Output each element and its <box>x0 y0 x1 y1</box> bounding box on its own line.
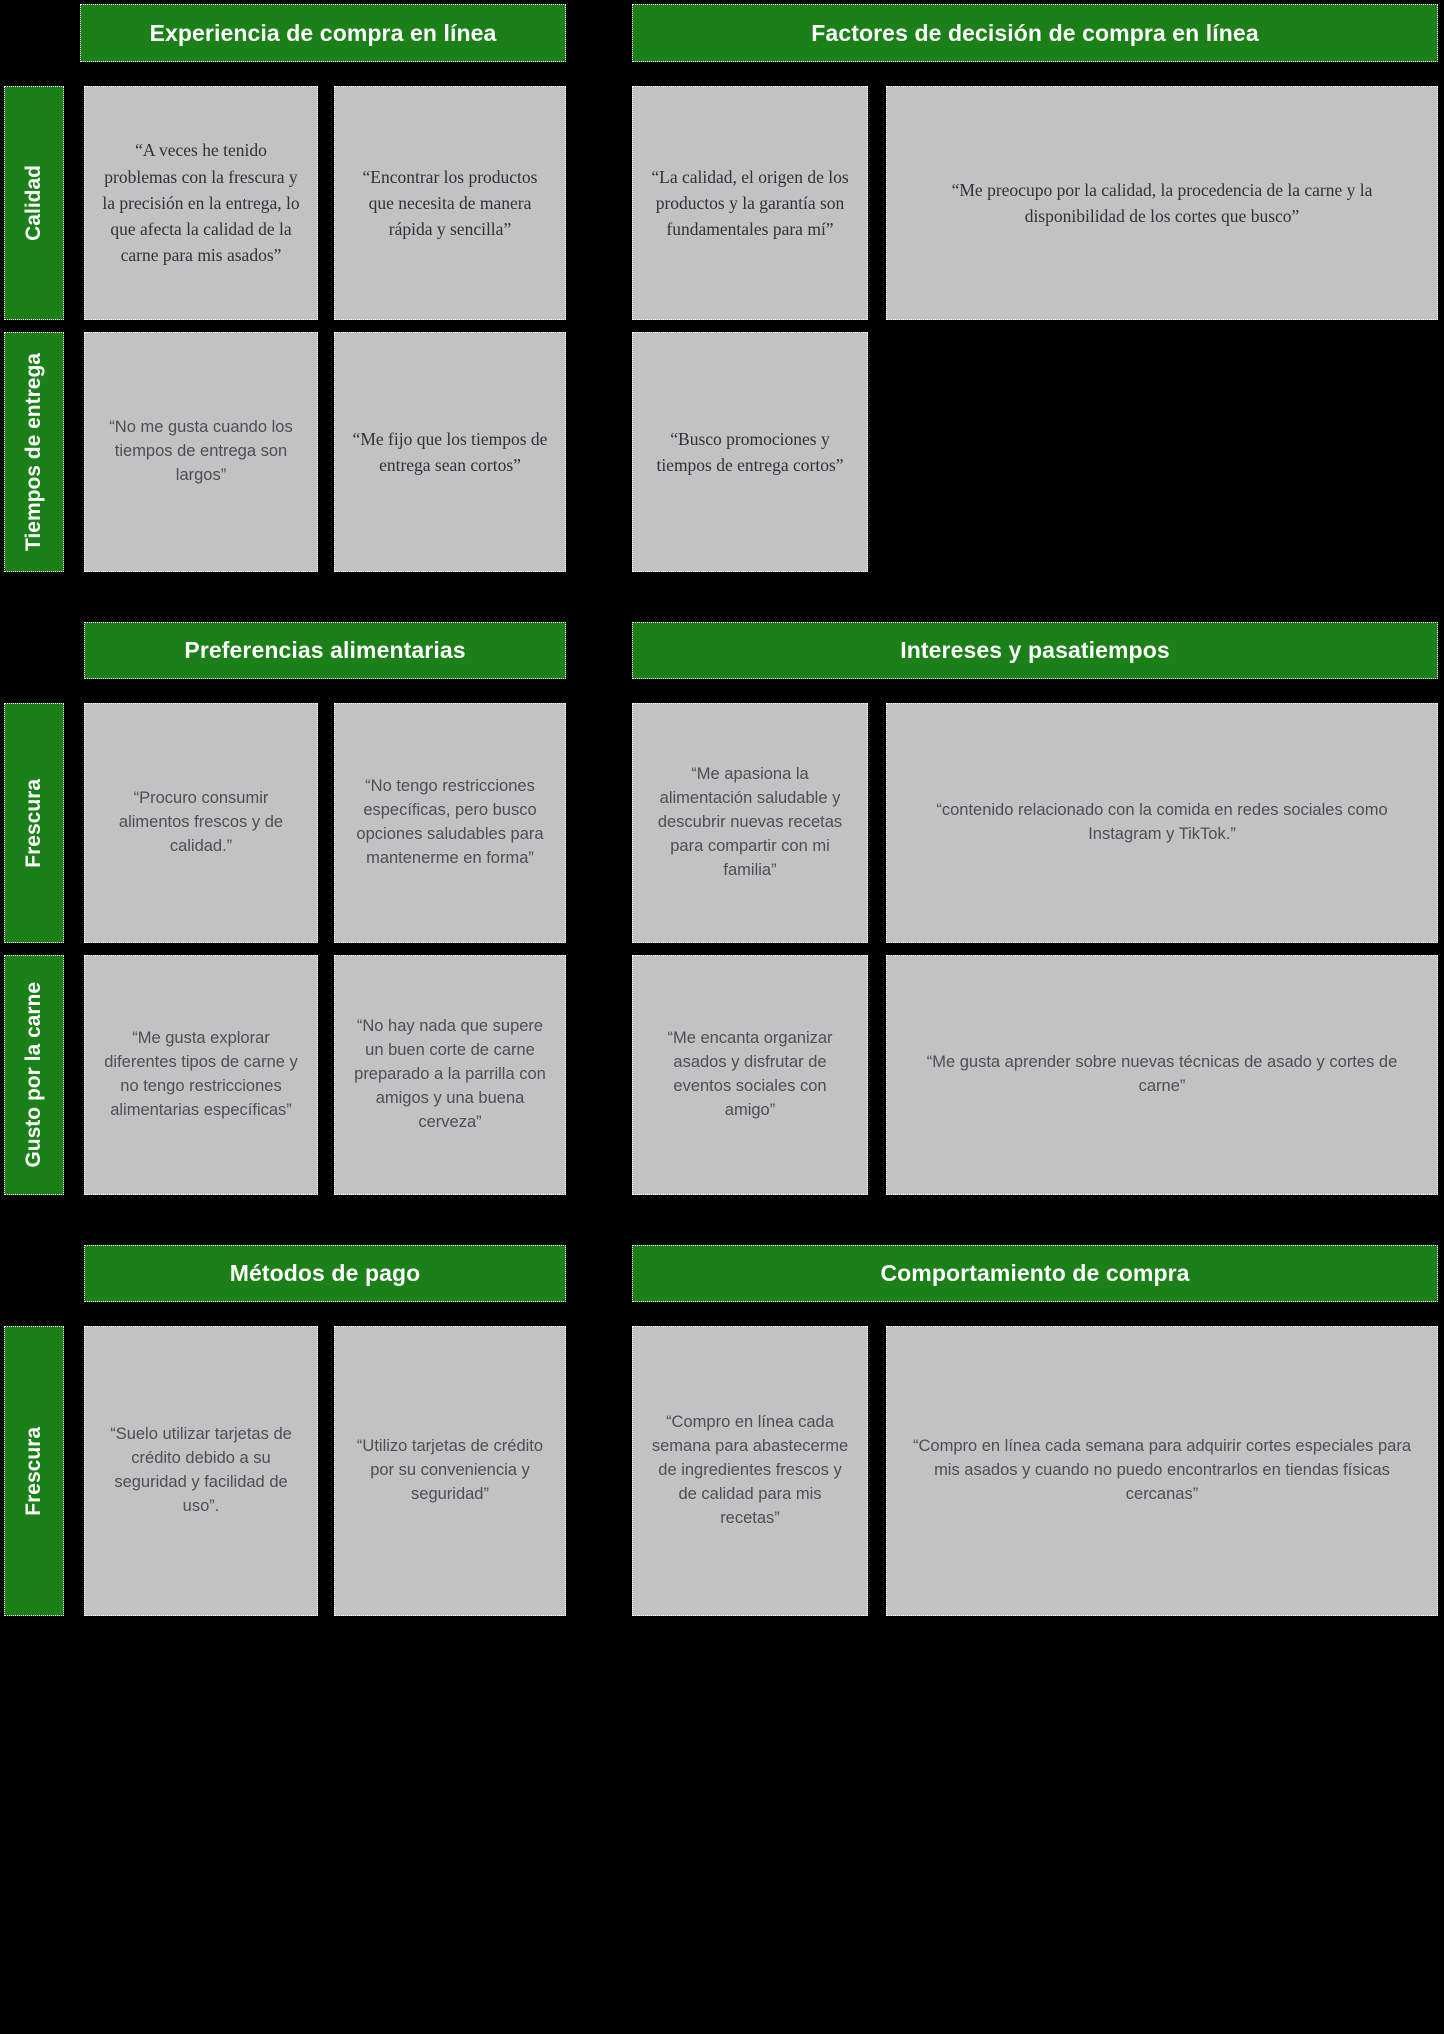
quote-cell[interactable]: “Compro en línea cada semana para adquir… <box>886 1326 1438 1616</box>
quote-text: “No tengo restricciones específicas, per… <box>356 777 544 867</box>
row-label-calidad[interactable]: Calidad <box>4 86 64 320</box>
quote-text: “Encontrar los productos que necesita de… <box>362 166 538 240</box>
quote-cell[interactable]: “A veces he tenido problemas con la fres… <box>84 86 318 320</box>
section-header-metodos-de-pago[interactable]: Métodos de pago <box>84 1245 566 1302</box>
quote-text: “Me gusta aprender sobre nuevas técnicas… <box>926 1053 1398 1095</box>
row-label-tiempos-de-entrega[interactable]: Tiempos de entrega <box>4 332 64 572</box>
header-label: Experiencia de compra en línea <box>149 19 497 46</box>
quote-text: “Busco promociones y tiempos de entrega … <box>656 428 844 475</box>
row-label-frescura[interactable]: Frescura <box>4 703 64 943</box>
section-header-comportamiento[interactable]: Comportamiento de compra <box>632 1245 1438 1302</box>
quote-cell[interactable]: “Suelo utilizar tarjetas de crédito debi… <box>84 1326 318 1616</box>
section-header-factores[interactable]: Factores de decisión de compra en línea <box>632 4 1438 62</box>
quote-text: “No hay nada que supere un buen corte de… <box>354 1017 546 1131</box>
row-label-gusto-por-la-carne[interactable]: Gusto por la carne <box>4 955 64 1195</box>
quote-cell[interactable]: “No hay nada que supere un buen corte de… <box>334 955 566 1195</box>
quote-cell[interactable]: “Me apasiona la alimentación saludable y… <box>632 703 868 943</box>
section-header-preferencias[interactable]: Preferencias alimentarias <box>84 622 566 679</box>
quote-text: “Procuro consumir alimentos frescos y de… <box>118 789 284 855</box>
quote-cell[interactable]: “Busco promociones y tiempos de entrega … <box>632 332 868 572</box>
quote-text: “No me gusta cuando los tiempos de entre… <box>109 418 293 484</box>
quote-cell[interactable]: “contenido relacionado con la comida en … <box>886 703 1438 943</box>
header-label: Preferencias alimentarias <box>184 637 466 663</box>
quote-cell[interactable]: “Compro en línea cada semana para abaste… <box>632 1326 868 1616</box>
quote-text: “Me fijo que los tiempos de entrega sean… <box>352 428 548 475</box>
quote-cell[interactable]: “La calidad, el origen de los productos … <box>632 86 868 320</box>
quote-text: “A veces he tenido problemas con la fres… <box>102 140 300 266</box>
quote-cell[interactable]: “Me preocupo por la calidad, la proceden… <box>886 86 1438 320</box>
row-label-text: Gusto por la carne <box>22 982 45 1168</box>
section-header-intereses[interactable]: Intereses y pasatiempos <box>632 622 1438 679</box>
header-label: Intereses y pasatiempos <box>900 637 1170 663</box>
quote-cell[interactable]: “Me fijo que los tiempos de entrega sean… <box>334 332 566 572</box>
quote-cell[interactable]: “Me encanta organizar asados y disfrutar… <box>632 955 868 1195</box>
quote-cell[interactable]: “Encontrar los productos que necesita de… <box>334 86 566 320</box>
quote-cell[interactable]: “Me gusta aprender sobre nuevas técnicas… <box>886 955 1438 1195</box>
quote-text: “Me encanta organizar asados y disfrutar… <box>667 1029 833 1119</box>
quote-text: “La calidad, el origen de los productos … <box>651 166 849 240</box>
quote-text: “Me apasiona la alimentación saludable y… <box>657 765 843 879</box>
quote-cell[interactable]: “No me gusta cuando los tiempos de entre… <box>84 332 318 572</box>
section-header-experiencia[interactable]: Experiencia de compra en línea <box>80 4 566 62</box>
row-label-text: Frescura <box>22 778 45 868</box>
quote-text: “contenido relacionado con la comida en … <box>936 801 1388 843</box>
quote-text: “Compro en línea cada semana para adquir… <box>912 1437 1412 1503</box>
quote-cell[interactable]: “Utilizo tarjetas de crédito por su conv… <box>334 1326 566 1616</box>
row-label-text: Tiempos de entrega <box>22 352 45 551</box>
row-label-text: Frescura <box>22 1426 45 1516</box>
quote-text: “Utilizo tarjetas de crédito por su conv… <box>356 1437 544 1503</box>
quote-cell[interactable]: “No tengo restricciones específicas, per… <box>334 703 566 943</box>
header-label: Métodos de pago <box>229 1260 421 1286</box>
quote-text: “Me preocupo por la calidad, la proceden… <box>951 179 1373 226</box>
quote-cell[interactable]: “Procuro consumir alimentos frescos y de… <box>84 703 318 943</box>
quote-text: “Suelo utilizar tarjetas de crédito debi… <box>110 1425 292 1515</box>
row-label-frescura-pago[interactable]: Frescura <box>4 1326 64 1616</box>
row-label-text: Calidad <box>22 165 45 241</box>
header-label: Factores de decisión de compra en línea <box>811 19 1259 46</box>
quote-cell[interactable]: “Me gusta explorar diferentes tipos de c… <box>84 955 318 1195</box>
header-label: Comportamiento de compra <box>880 1260 1190 1286</box>
quote-text: “Me gusta explorar diferentes tipos de c… <box>104 1029 298 1119</box>
quote-text: “Compro en línea cada semana para abaste… <box>651 1413 849 1527</box>
